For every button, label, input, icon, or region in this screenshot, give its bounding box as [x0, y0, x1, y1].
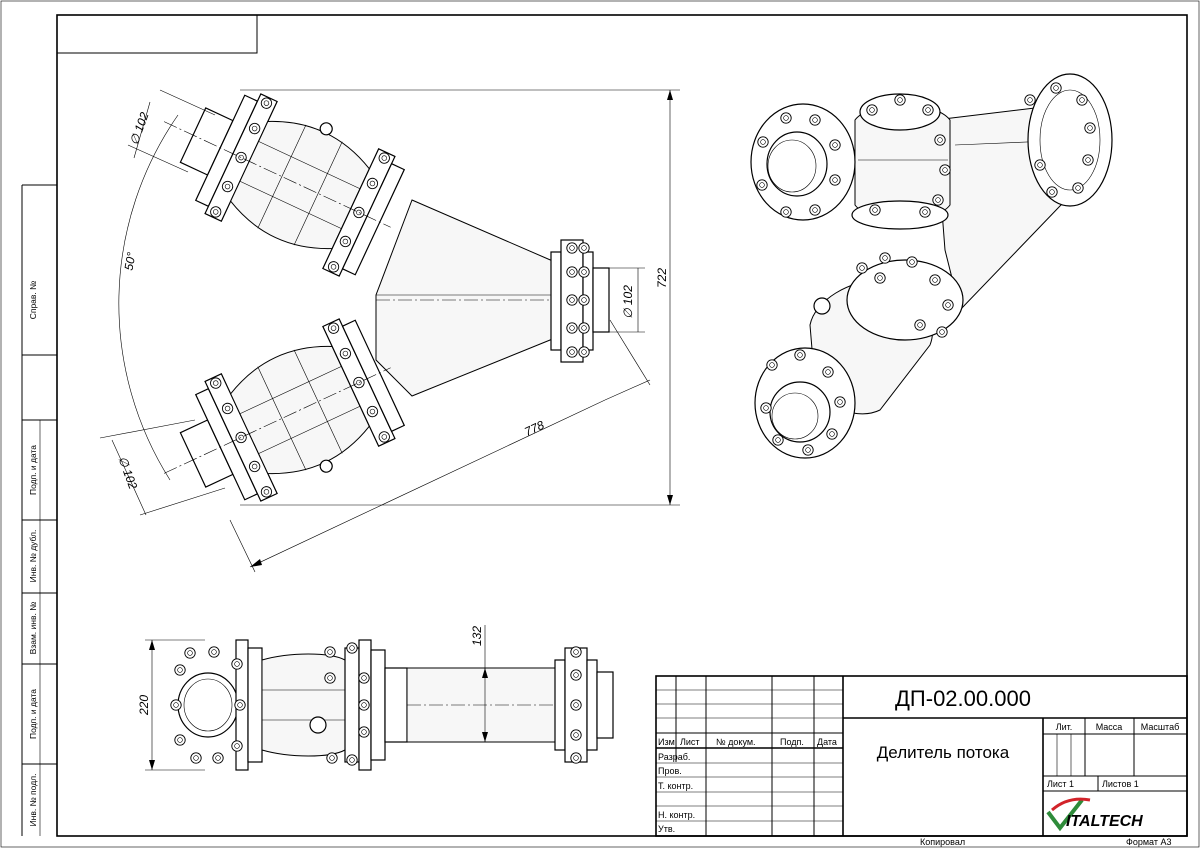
title-block: ДП-02.00.000 Делитель потока Изм. Лист №…: [655, 675, 1188, 847]
side-label-podp2: Подп. и дата: [28, 689, 38, 739]
dim-top-flange-dia: ∅ 102: [127, 110, 152, 147]
side-label-podp1: Подп. и дата: [28, 445, 38, 495]
format-label: Формат A3: [1126, 837, 1171, 847]
dim-overall-length: 778: [522, 418, 546, 439]
dim-outlet-dia: ∅ 102: [621, 285, 635, 319]
side-label-podl: Инв. № подл.: [28, 774, 38, 827]
side-view-dimensions: 220 132: [137, 625, 488, 771]
company-logo-text: ITALTECH: [1066, 813, 1143, 830]
col-header-podp: Подп.: [780, 737, 804, 747]
col-header-dokum: № докум.: [716, 737, 756, 747]
side-strip-labels: Справ. № Подп. и дата Инв. № дубл. Взам.…: [28, 281, 38, 827]
dim-cone-height: 132: [470, 626, 484, 646]
side-label-sprav: Справ. №: [28, 281, 38, 320]
scale-label: Масштаб: [1141, 722, 1180, 732]
mass-label: Масса: [1096, 722, 1123, 732]
col-header-izm: Изм.: [658, 737, 677, 747]
dim-angle: 50°: [122, 251, 139, 271]
sheet-label: Лист 1: [1047, 779, 1074, 789]
italtech-logo: ITALTECH: [1046, 797, 1143, 832]
dim-side-height: 220: [137, 695, 151, 716]
side-view: 220 132: [137, 625, 614, 771]
dim-overall-height: 722: [655, 268, 669, 288]
lit-label: Лит.: [1056, 722, 1073, 732]
logo-check-icon: [1046, 798, 1084, 832]
isometric-view: [750, 73, 1113, 459]
side-label-vzam: Взам. инв. №: [28, 602, 38, 655]
lower-branch: [163, 318, 406, 502]
upper-branch: [163, 93, 406, 277]
drawing-name: Делитель потока: [877, 743, 1010, 762]
drawing-designation: ДП-02.00.000: [895, 686, 1031, 711]
row-label-razrab: Разраб.: [658, 752, 690, 762]
copied-label: Копировал: [920, 837, 965, 847]
dim-bottom-flange-dia: ∅ 102: [115, 454, 140, 491]
col-header-list: Лист: [680, 737, 700, 747]
side-label-dubl: Инв. № дубл.: [28, 530, 38, 583]
row-label-prov: Пров.: [658, 766, 682, 776]
top-view: 722 ∅ 102 778 50° ∅ 102 ∅: [99, 89, 680, 573]
col-header-data: Дата: [817, 737, 837, 747]
row-label-utv: Утв.: [658, 824, 675, 834]
row-label-nkontr: Н. контр.: [658, 810, 695, 820]
row-label-tkontr: Т. контр.: [658, 781, 693, 791]
top-view-dimensions: 722 ∅ 102 778 50° ∅ 102 ∅: [99, 89, 680, 573]
sheets-label: Листов 1: [1102, 779, 1139, 789]
